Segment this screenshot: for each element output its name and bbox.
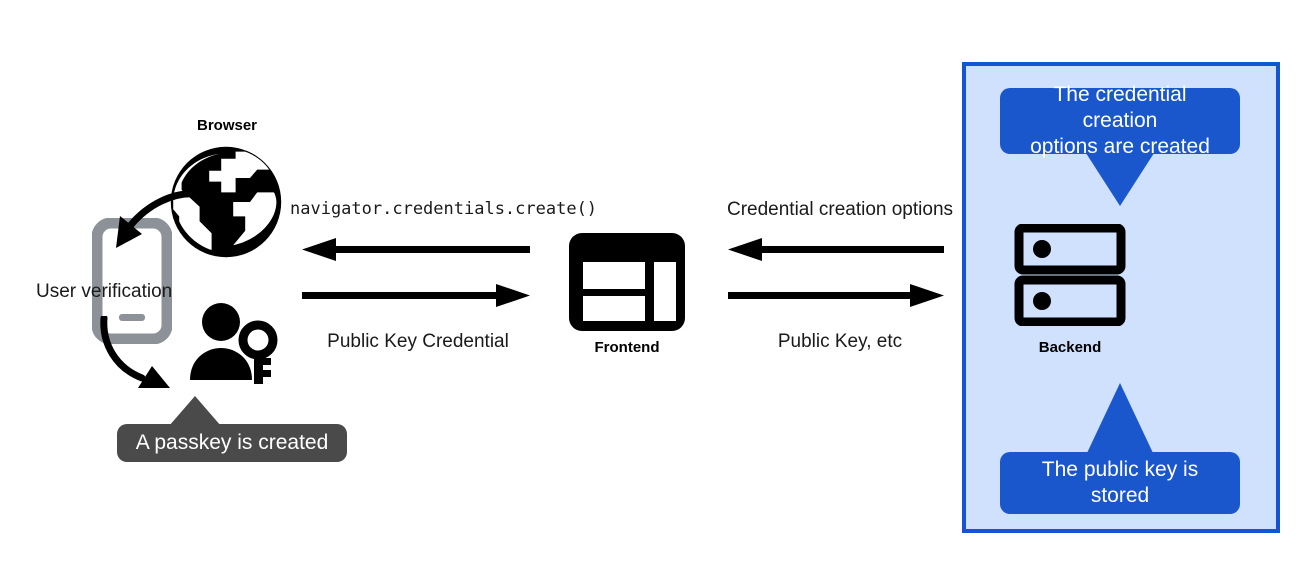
callout-passkey-created: A passkey is created [117,424,347,462]
callout-line-1: The credential creation [1053,82,1187,132]
callout-line-2: stored [1090,484,1150,507]
arrow-label-create-call: navigator.credentials.create() [290,199,598,219]
arrow-right-frontend-backend [728,284,944,308]
arrow-label-public-key-credential: Public Key Credential [327,331,509,352]
person-with-key-icon [186,302,282,388]
node-label-browser: Browser [196,117,258,134]
node-label-backend: Backend [1038,339,1102,356]
arrow-right-browser-frontend [302,284,530,308]
user-verification-label: User verification [36,281,173,302]
arrow-label-public-key-etc: Public Key, etc [777,331,903,352]
callout-line-1: The public key is [1041,457,1199,481]
callout-tail-passkey-created [169,396,221,426]
arrow-left-browser-frontend [302,238,530,262]
callout-tail-credential-options [1084,150,1156,206]
server-rack-icon [1014,224,1126,326]
callout-line-2: options are created [1030,135,1210,159]
curved-arrow-phone-to-user-icon [98,316,208,406]
node-label-frontend: Frontend [594,339,660,356]
curved-arrow-browser-to-phone-icon [96,186,206,276]
callout-credential-options-created: The credential creation options are crea… [1000,83,1240,158]
callout-tail-public-key-stored [1087,383,1153,453]
globe-icon [166,142,286,262]
arrow-label-credential-creation-options: Credential creation options [726,199,954,220]
arrow-left-frontend-backend [728,238,944,262]
window-layout-icon [566,230,688,334]
callout-public-key-stored: The public key is stored [1000,452,1240,514]
